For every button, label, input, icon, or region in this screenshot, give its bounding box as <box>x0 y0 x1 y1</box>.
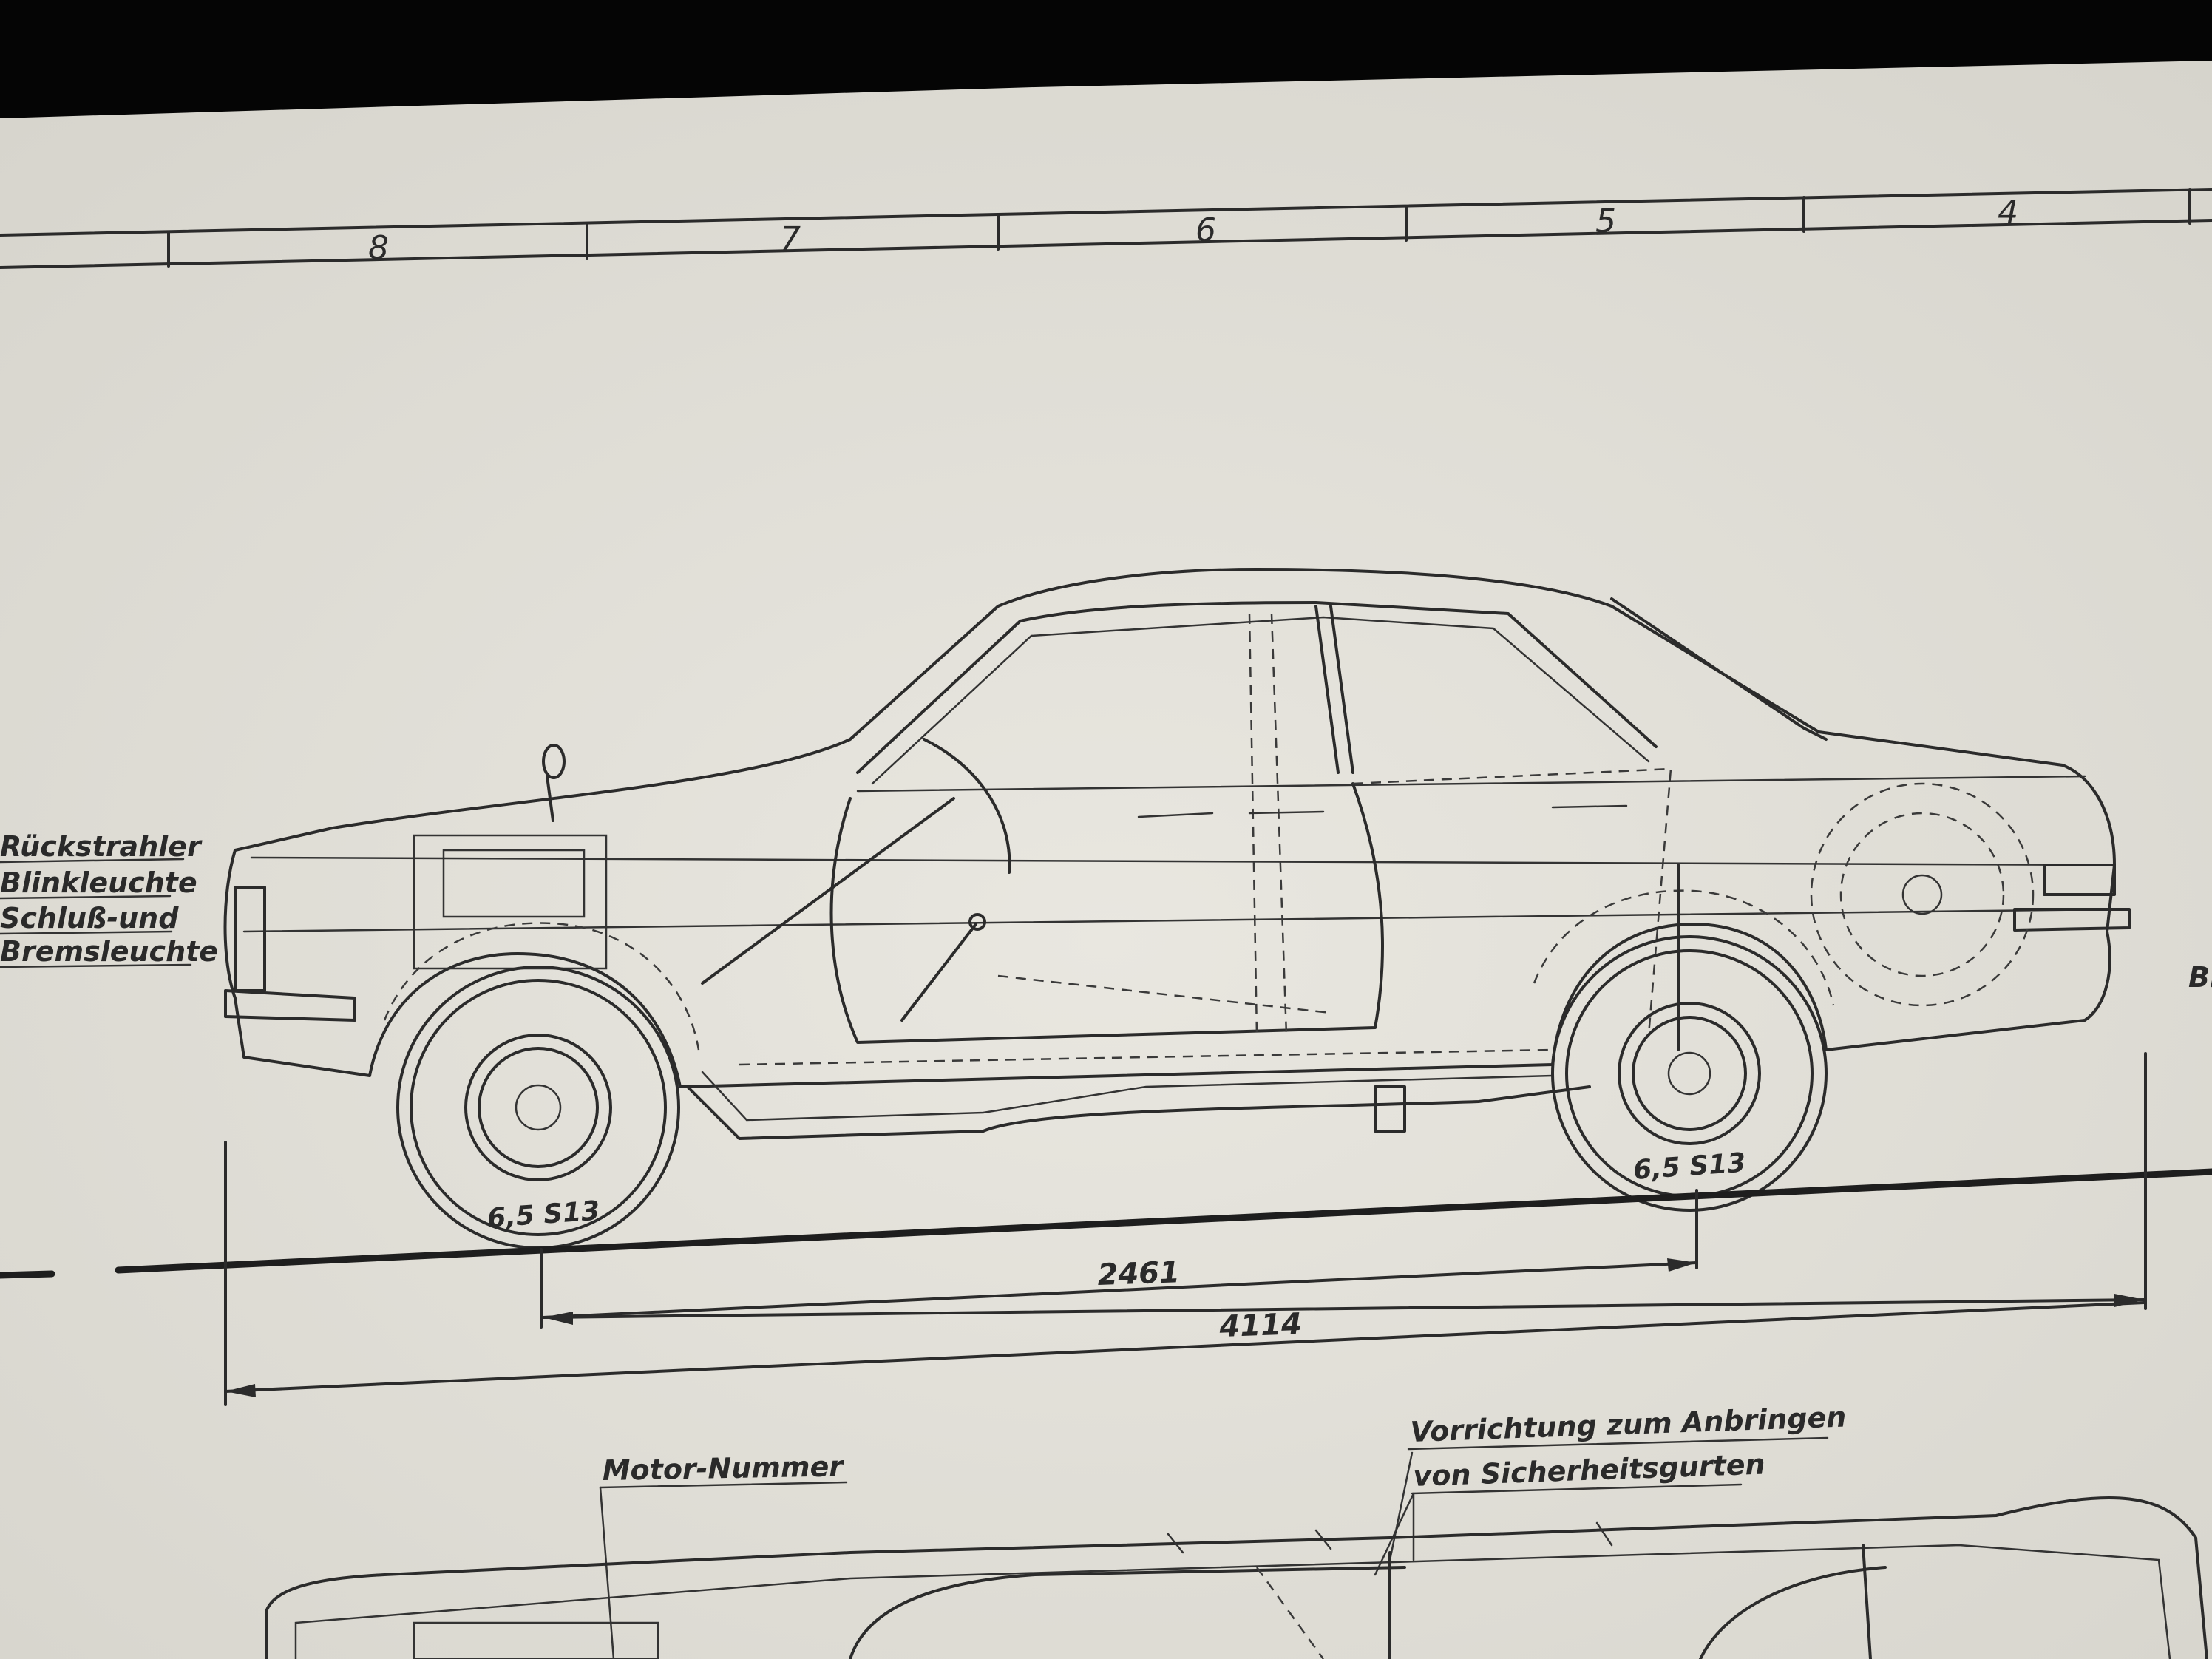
label-rueckstrahler: Rückstrahler <box>0 830 203 863</box>
dimension-lines <box>224 1052 2147 1406</box>
lamp-labels: Rückstrahler Blinkleuchte Schluß-und Bre… <box>0 830 218 968</box>
grid-number-8: 8 <box>368 229 389 267</box>
car-top-view <box>265 1496 2208 1659</box>
grid-number-4: 4 <box>1998 194 2018 231</box>
grid-number-6: 6 <box>1195 211 1216 249</box>
grid-number-5: 5 <box>1595 203 1616 240</box>
label-schluss-und: Schluß-und <box>0 902 179 934</box>
grid-number-7: 7 <box>780 220 801 258</box>
car-side-view <box>223 568 2131 1249</box>
label-motor-nummer: Motor-Nummer <box>602 1450 844 1487</box>
wheelbase-dimension-label: 2461 <box>1097 1255 1181 1292</box>
label-blinkleuchte: Blinkleuchte <box>0 866 197 899</box>
reference-grid-strip: 8 7 6 5 4 <box>0 188 2212 269</box>
ground-line <box>0 1168 2212 1279</box>
paper <box>0 61 2212 1659</box>
label-right-edge-truncated: Bl <box>2188 961 2212 994</box>
label-bremsleuchte: Bremsleuchte <box>0 935 218 968</box>
overall-length-dimension-label: 4114 <box>1218 1307 1303 1344</box>
